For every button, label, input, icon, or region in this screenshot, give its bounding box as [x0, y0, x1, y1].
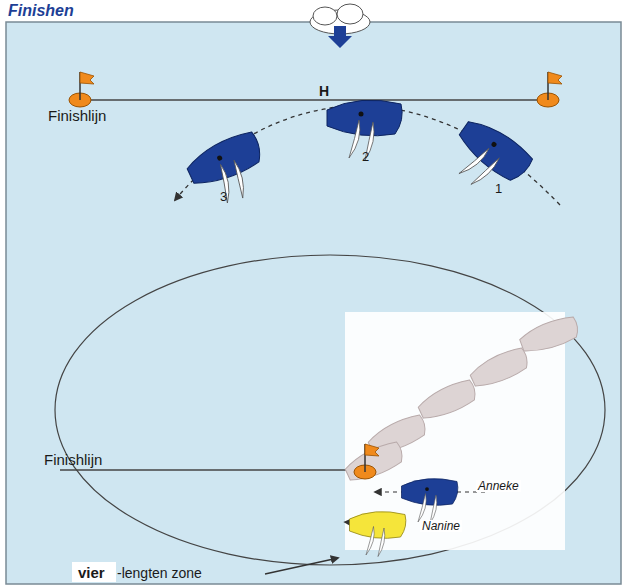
line-label: H: [319, 84, 329, 98]
diagram-title: Finishen: [8, 3, 74, 19]
callout-number: 3: [220, 190, 227, 203]
boat-name: Nanine: [420, 520, 462, 532]
line-label: Finishlijn: [48, 108, 106, 123]
boat-name: Anneke: [476, 480, 521, 492]
zone-label: -lengten zone: [117, 566, 202, 580]
line-label: Finishlijn: [44, 452, 102, 467]
callout-number: 1: [495, 182, 502, 195]
callout-number: 2: [362, 150, 369, 163]
zone-label: vier: [78, 565, 105, 580]
